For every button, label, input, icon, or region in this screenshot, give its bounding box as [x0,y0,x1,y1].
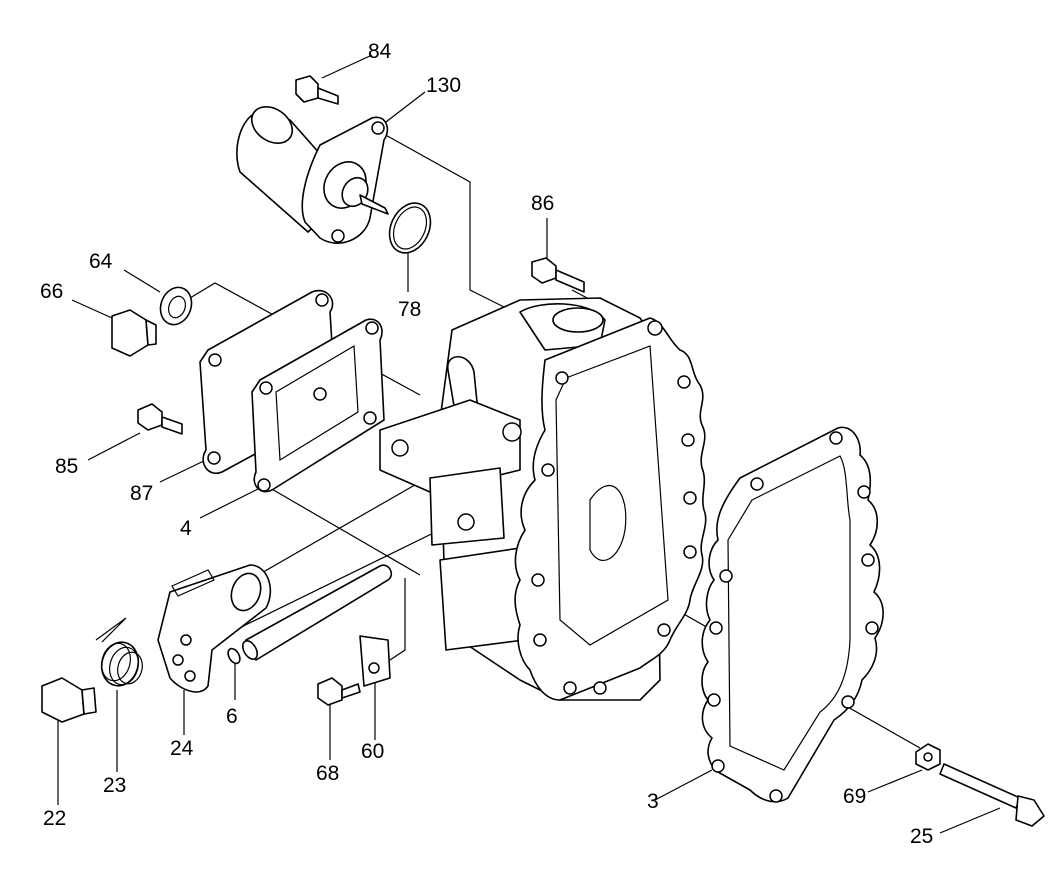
callout-66: 66 [40,280,63,303]
callout-6: 6 [226,705,238,728]
callout-25: 25 [910,825,933,848]
lock-plate-60 [359,635,391,687]
plug-22 [41,677,97,723]
nut-69 [915,743,941,771]
gasket-3 [701,426,884,803]
bolt-68 [317,677,361,706]
callout-87: 87 [130,482,153,505]
callout-130: 130 [426,74,461,97]
callout-labels: 84 130 86 64 66 78 85 87 4 6 24 23 22 68… [40,40,933,848]
gasket-4 [251,318,385,493]
bolt-84 [295,75,339,105]
callout-68: 68 [316,762,339,785]
housing [379,297,707,701]
callout-85: 85 [55,455,78,478]
lever-24 [157,564,272,693]
bolt-86 [531,257,585,293]
shaft-6 [227,564,393,665]
callout-86: 86 [531,192,554,215]
bolt-85 [137,403,183,435]
spring-23 [95,617,143,687]
callout-69: 69 [843,785,866,808]
callout-64: 64 [89,250,113,273]
callout-4: 4 [180,517,192,540]
callout-24: 24 [170,737,194,760]
callout-78: 78 [398,298,421,321]
callout-22: 22 [43,807,66,830]
callout-60: 60 [361,740,384,763]
plug-66 [111,309,157,357]
o-ring-78 [388,202,432,254]
bolt-25 [939,763,1045,827]
callout-23: 23 [103,774,126,797]
solenoid-130 [236,106,389,244]
callout-84: 84 [368,40,392,63]
washer-64 [159,286,193,326]
callout-3: 3 [647,790,659,813]
